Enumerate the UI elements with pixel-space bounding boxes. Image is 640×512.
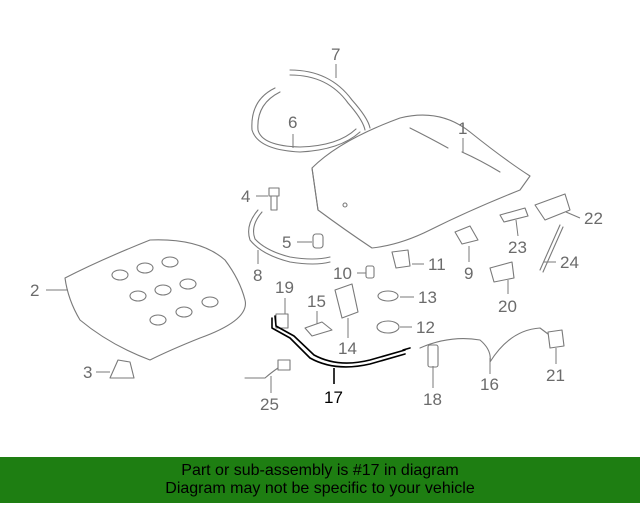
callout-11[interactable]: 11 bbox=[428, 255, 446, 274]
part-25-connector bbox=[244, 359, 291, 379]
callout-12[interactable]: 12 bbox=[416, 318, 435, 337]
callout-8[interactable]: 8 bbox=[253, 266, 262, 285]
part-7-hood-seal bbox=[289, 69, 371, 131]
callout-5[interactable]: 5 bbox=[282, 233, 291, 252]
part-4-bolt bbox=[268, 187, 280, 211]
part-22-hinge bbox=[534, 193, 571, 221]
part-21-handle bbox=[547, 329, 565, 349]
callout-20[interactable]: 20 bbox=[498, 297, 517, 316]
part-8-strip bbox=[248, 209, 331, 265]
part-17-cable-highlighted bbox=[271, 315, 411, 368]
callout-17[interactable]: 17 bbox=[324, 388, 343, 407]
part-16-cable bbox=[419, 327, 549, 363]
part-6-seal bbox=[251, 87, 361, 153]
part-10-pin bbox=[365, 265, 375, 279]
part-3-cap bbox=[109, 359, 135, 379]
part-14-latch bbox=[334, 283, 359, 319]
callout-16[interactable]: 16 bbox=[480, 375, 499, 394]
parts-diagram: 1 2 3 4 5 6 7 8 9 10 11 12 13 14 15 16 1… bbox=[30, 45, 603, 414]
callout-9[interactable]: 9 bbox=[464, 264, 473, 283]
callout-21[interactable]: 21 bbox=[546, 366, 565, 385]
notice-banner: Part or sub-assembly is #17 in diagram D… bbox=[0, 457, 640, 503]
callout-1[interactable]: 1 bbox=[458, 119, 467, 138]
leader-lines bbox=[46, 64, 581, 393]
callout-6[interactable]: 6 bbox=[288, 113, 297, 132]
part-2-shield bbox=[64, 239, 246, 361]
callout-24[interactable]: 24 bbox=[560, 253, 579, 272]
callout-10[interactable]: 10 bbox=[333, 264, 352, 283]
part-24-strut bbox=[539, 224, 564, 273]
callout-19[interactable]: 19 bbox=[275, 278, 294, 297]
part-19-clip bbox=[275, 313, 289, 329]
callout-13[interactable]: 13 bbox=[418, 288, 437, 307]
part-11-lock bbox=[391, 249, 411, 269]
callout-15[interactable]: 15 bbox=[307, 292, 326, 311]
callout-7[interactable]: 7 bbox=[331, 45, 340, 64]
part-18-clip bbox=[427, 344, 439, 368]
callout-25[interactable]: 25 bbox=[260, 395, 279, 414]
part-9-bracket bbox=[454, 225, 479, 245]
callout-18[interactable]: 18 bbox=[423, 390, 442, 409]
part-5-clip bbox=[312, 233, 324, 249]
part-23-bracket bbox=[499, 207, 529, 223]
callout-3[interactable]: 3 bbox=[83, 363, 92, 382]
part-12-cap bbox=[376, 320, 400, 334]
callout-4[interactable]: 4 bbox=[241, 187, 250, 206]
part-15-bracket bbox=[304, 321, 333, 337]
part-13-grommet bbox=[377, 290, 399, 302]
part-20-bracket bbox=[489, 261, 515, 283]
callouts: 1 2 3 4 5 6 7 8 9 10 11 12 13 14 15 16 1… bbox=[30, 45, 603, 414]
callout-23[interactable]: 23 bbox=[508, 238, 527, 257]
banner-line-1: Part or sub-assembly is #17 in diagram bbox=[181, 462, 459, 479]
banner-line-2: Diagram may not be specific to your vehi… bbox=[165, 480, 475, 497]
callout-2[interactable]: 2 bbox=[30, 281, 39, 300]
callout-22[interactable]: 22 bbox=[584, 209, 603, 228]
part-1-hood bbox=[311, 114, 531, 249]
callout-14[interactable]: 14 bbox=[338, 339, 357, 358]
